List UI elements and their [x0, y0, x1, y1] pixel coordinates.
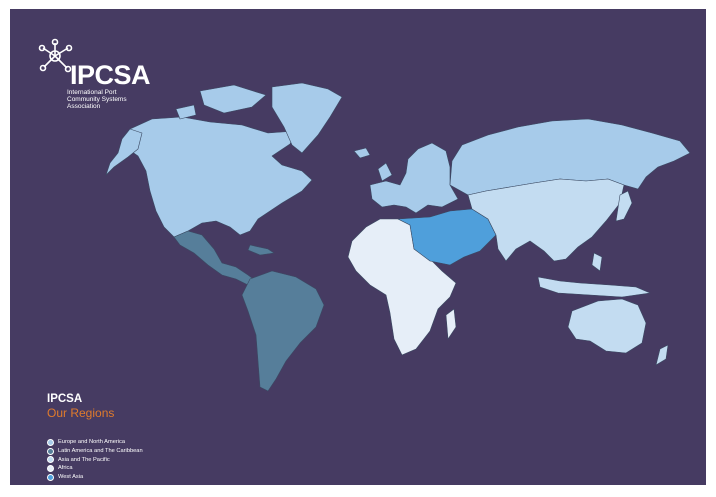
legend-label: Asia and The Pacific — [58, 456, 110, 463]
legend-swatch — [47, 456, 54, 464]
legend-swatch — [47, 438, 54, 446]
region-indonesia[interactable] — [537, 276, 651, 298]
region-new-zealand[interactable] — [655, 344, 669, 366]
region-canadian-arctic-islands[interactable] — [175, 84, 267, 120]
logo-wordmark: IPCSA — [70, 60, 151, 90]
regions-legend: IPCSA Our Regions Europe and North Ameri… — [47, 393, 143, 481]
legend-label: Latin America and The Caribbean — [58, 448, 143, 455]
region-iceland[interactable] — [353, 147, 371, 159]
region-uk[interactable] — [377, 162, 393, 182]
legend-title: IPCSA — [47, 393, 83, 405]
legend-swatch — [47, 464, 54, 472]
legend-label: West Asia — [58, 474, 84, 481]
region-australia[interactable] — [567, 298, 647, 354]
network-nodes-icon — [38, 38, 73, 73]
world-map-panel: IPCSA International Port Community Syste… — [10, 9, 706, 485]
legend-item-africa[interactable]: Africa — [47, 464, 143, 473]
region-greenland[interactable] — [271, 82, 343, 154]
logo-tagline-line: Community Systems — [67, 96, 127, 103]
region-asia[interactable] — [467, 178, 625, 262]
region-south-america[interactable] — [241, 270, 325, 392]
legend-item-latin-america-caribbean[interactable]: Latin America and The Caribbean — [47, 447, 143, 456]
region-madagascar[interactable] — [445, 308, 457, 340]
region-caribbean[interactable] — [247, 244, 275, 256]
logo-tagline-line: International Port — [67, 89, 117, 96]
logo-tagline-line: Association — [67, 103, 101, 110]
region-mexico-central-america[interactable] — [173, 230, 257, 286]
legend-subtitle: Our Regions — [47, 406, 115, 420]
legend-label: Europe and North America — [58, 439, 126, 446]
world-map — [105, 82, 691, 392]
legend-list: Europe and North America Latin America a… — [47, 438, 143, 481]
region-japan[interactable] — [615, 190, 633, 222]
region-west-asia-north-africa[interactable] — [397, 208, 497, 266]
legend-item-west-asia[interactable]: West Asia — [47, 473, 143, 482]
legend-swatch — [47, 473, 54, 481]
region-north-america[interactable] — [121, 116, 313, 238]
region-alaska[interactable] — [105, 128, 143, 176]
legend-item-europe-north-america[interactable]: Europe and North America — [47, 438, 143, 447]
legend-label: Africa — [58, 465, 73, 472]
legend-item-asia-pacific[interactable]: Asia and The Pacific — [47, 455, 143, 464]
legend-swatch — [47, 447, 54, 455]
region-philippines[interactable] — [591, 252, 603, 272]
logo-tagline: International Port Community Systems Ass… — [67, 89, 147, 110]
